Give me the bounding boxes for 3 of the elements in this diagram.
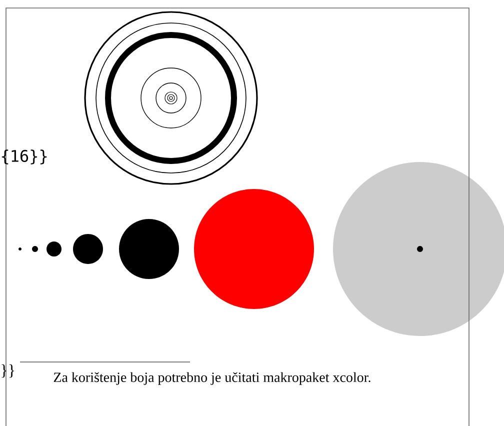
footnote-text: Za korištenje boja potrebno je učitati makropaket xcolor. xyxy=(54,372,370,385)
code-fragment: }} xyxy=(2,364,14,378)
code-fragment: {16}} xyxy=(2,150,47,164)
